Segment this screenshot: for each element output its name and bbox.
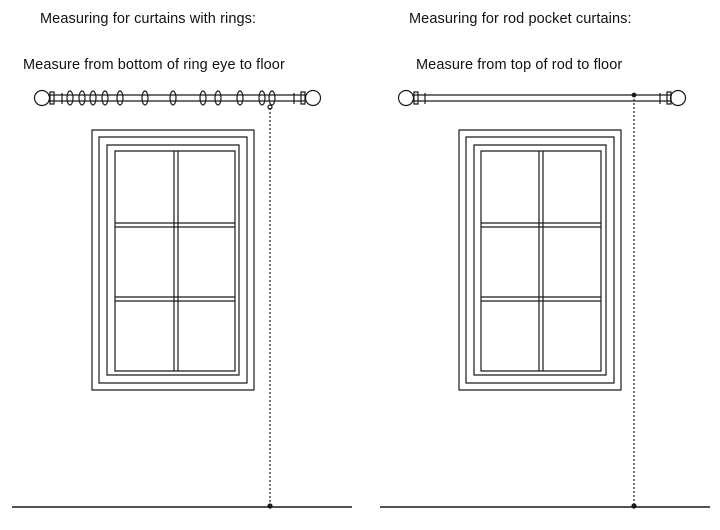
left-window bbox=[92, 130, 254, 390]
rod-pocket-rod bbox=[399, 91, 686, 106]
curtain-rings bbox=[67, 91, 275, 105]
rings-panel-title: Measuring for curtains with rings: bbox=[40, 11, 257, 27]
rings-panel-instruction: Measure from bottom of ring eye to floor bbox=[23, 57, 285, 73]
right-panel-left-finial-icon bbox=[399, 91, 414, 106]
right-window bbox=[459, 130, 621, 390]
ring-curtain-rod bbox=[35, 91, 321, 110]
rod-pocket-panel-instruction: Measure from top of rod to floor bbox=[416, 57, 623, 73]
right-finial-icon bbox=[306, 91, 321, 106]
rod-pocket-panel-title: Measuring for rod pocket curtains: bbox=[409, 11, 632, 27]
right-panel-right-finial-icon bbox=[671, 91, 686, 106]
left-finial-icon bbox=[35, 91, 50, 106]
